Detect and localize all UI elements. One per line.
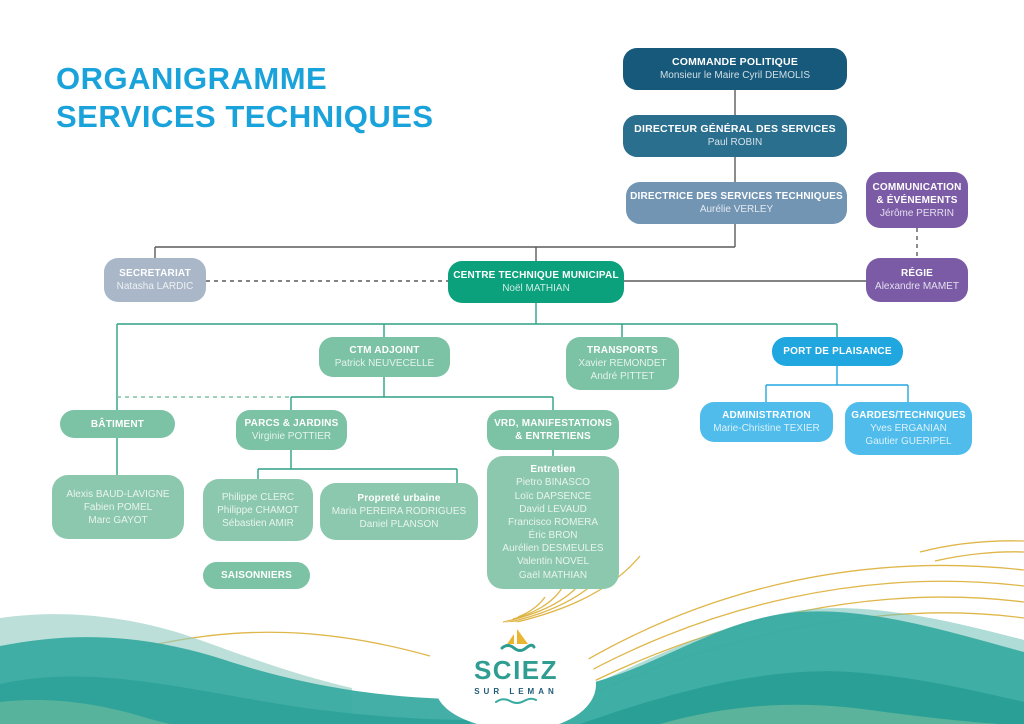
node-person: Marie-Christine TEXIER [713, 423, 820, 434]
node-title: CENTRE TECHNIQUE MUNICIPAL [453, 270, 619, 281]
node-entretien: Entretien Pietro BINASCO Loïc DAPSENCE D… [487, 456, 619, 589]
node-person: Virginie POTTIER [251, 431, 332, 442]
node-person: Aurélien DESMEULES [502, 543, 604, 555]
wave-green-patch-right [660, 704, 1000, 724]
node-person: Loïc DAPSENCE [514, 490, 592, 502]
page-title-line2: SERVICES TECHNIQUES [56, 98, 434, 134]
node-title: COMMANDE POLITIQUE [671, 55, 799, 68]
yellow-fan-line [517, 596, 546, 618]
node-person: Philippe CHAMOT [217, 504, 299, 516]
node-parcs-jardins: PARCS & JARDINS Virginie POTTIER [236, 410, 347, 450]
node-title-line2: & ÉVÉNEMENTS [876, 194, 958, 206]
sail-large [517, 629, 528, 644]
node-transports: TRANSPORTS Xavier REMONDET André PITTET [566, 337, 679, 390]
green-connectors [116, 303, 838, 483]
node-person: Valentin NOVEL [516, 556, 590, 568]
node-person: Xavier REMONDET [578, 358, 667, 369]
node-title: ADMINISTRATION [722, 410, 811, 421]
sciez-logo: SCIEZ SUR LEMAN [436, 622, 596, 724]
yellow-arc [571, 596, 1024, 693]
node-person: Francisco ROMERA [507, 516, 598, 528]
node-saisonniers: SAISONNIERS [203, 562, 310, 589]
yellow-fan-line [512, 587, 563, 620]
node-title: Entretien [530, 464, 576, 476]
logo-name: SCIEZ [473, 655, 559, 685]
node-person: Jérôme PERRIN [880, 207, 954, 219]
wave-light-left [0, 614, 352, 724]
node-title: SECRETARIAT [119, 268, 191, 279]
node-batiment-team: Alexis BAUD-LAVIGNE Fabien POMEL Marc GA… [52, 475, 184, 539]
squiggle-path [495, 697, 537, 704]
node-title-line2: & ENTRETIENS [515, 431, 591, 442]
node-title: PARCS & JARDINS [244, 418, 339, 429]
node-person: Éric BRON [528, 530, 578, 542]
node-vrd-manifestations: VRD, MANIFESTATIONS & ENTRETIENS [487, 410, 619, 450]
node-regie: RÉGIE Alexandre MAMET [866, 258, 968, 302]
node-title: Propreté urbaine [357, 493, 441, 504]
node-directeur-general: DIRECTEUR GÉNÉRAL DES SERVICES Paul ROBI… [623, 115, 847, 157]
logo-squiggle [495, 697, 537, 704]
node-person: Yves ERGANIAN [870, 423, 947, 434]
node-ctm-adjoint: CTM ADJOINT Patrick NEUVECELLE [319, 337, 450, 377]
node-person: Philippe CLERC [221, 491, 295, 503]
node-title: GARDES/TECHNIQUES [851, 410, 966, 421]
yellow-arc-small [934, 551, 1024, 562]
node-title: CTM ADJOINT [349, 345, 420, 356]
node-person: Aurélie VERLEY [699, 204, 774, 215]
node-port-de-plaisance: PORT DE PLAISANCE [772, 337, 903, 366]
node-title: DIRECTRICE DES SERVICES TECHNIQUES [630, 191, 843, 202]
node-gardes-techniques: GARDES/TECHNIQUES Yves ERGANIAN Gautier … [845, 402, 972, 455]
node-person: Patrick NEUVECELLE [334, 358, 435, 369]
node-secretariat: SECRETARIAT Natasha LARDIC [104, 258, 206, 302]
sailboat-icon [500, 629, 536, 652]
logo-subtitle: SUR LEMAN [474, 687, 558, 696]
node-person: Marc GAYOT [88, 514, 148, 526]
node-title: BÂTIMENT [90, 418, 145, 430]
node-person: Fabien POMEL [83, 501, 153, 513]
node-person: Sébastien AMIR [222, 517, 294, 529]
page-title-line1: ORGANIGRAMME [56, 61, 328, 96]
node-parcs-team: Philippe CLERC Philippe CHAMOT Sébastien… [203, 479, 313, 541]
node-person: André PITTET [590, 371, 655, 382]
cyan-connectors [765, 366, 909, 402]
sail-small [507, 634, 514, 644]
node-person: Paul ROBIN [707, 137, 763, 149]
node-person: David LEVAUD [519, 503, 587, 515]
node-directrice-services-techniques: DIRECTRICE DES SERVICES TECHNIQUES Aurél… [626, 182, 847, 224]
node-person: Alexis BAUD-LAVIGNE [66, 488, 170, 500]
node-commande-politique: COMMANDE POLITIQUE Monsieur le Maire Cyr… [623, 48, 847, 90]
node-person: Gautier GUERIPEL [865, 436, 952, 447]
node-person: Pietro BINASCO [516, 477, 590, 489]
node-title-line1: VRD, MANIFESTATIONS [494, 418, 612, 429]
node-person: Monsieur le Maire Cyril DEMOLIS [659, 70, 811, 82]
node-person: Noël MATHIAN [502, 283, 570, 294]
wave-green-patch-left [0, 699, 170, 724]
boat-wave [500, 643, 536, 652]
node-proprete-urbaine: Propreté urbaine Maria PEREIRA RODRIGUES… [320, 483, 478, 540]
page-title: ORGANIGRAMME SERVICES TECHNIQUES [56, 60, 434, 136]
node-title: RÉGIE [900, 268, 934, 279]
yellow-arc [559, 564, 1024, 677]
node-batiment: BÂTIMENT [60, 410, 175, 438]
yellow-arc [565, 580, 1024, 685]
node-person: Daniel PLANSON [359, 519, 439, 530]
node-title: SAISONNIERS [220, 570, 293, 581]
node-person: Natasha LARDIC [116, 281, 194, 292]
node-person: Gaël MATHIAN [518, 569, 588, 581]
node-title: PORT DE PLAISANCE [783, 346, 892, 357]
node-title: DIRECTEUR GÉNÉRAL DES SERVICES [634, 122, 836, 135]
node-person: Alexandre MAMET [875, 281, 959, 292]
yellow-low-line [139, 631, 431, 657]
node-title: TRANSPORTS [587, 345, 658, 356]
wave-front-right [580, 671, 1024, 724]
node-title-line1: COMMUNICATION [872, 181, 962, 193]
node-person: Maria PEREIRA RODRIGUES [331, 506, 467, 517]
wave-light-right [560, 608, 1024, 724]
yellow-arc-small [919, 540, 1024, 553]
yellow-arc [577, 612, 1024, 701]
node-centre-technique-municipal: CENTRE TECHNIQUE MUNICIPAL Noël MATHIAN [448, 261, 624, 303]
node-administration: ADMINISTRATION Marie-Christine TEXIER [700, 402, 833, 442]
wave-front-left [0, 676, 470, 724]
node-communication-evenements: COMMUNICATION & ÉVÉNEMENTS Jérôme PERRIN [866, 172, 968, 228]
